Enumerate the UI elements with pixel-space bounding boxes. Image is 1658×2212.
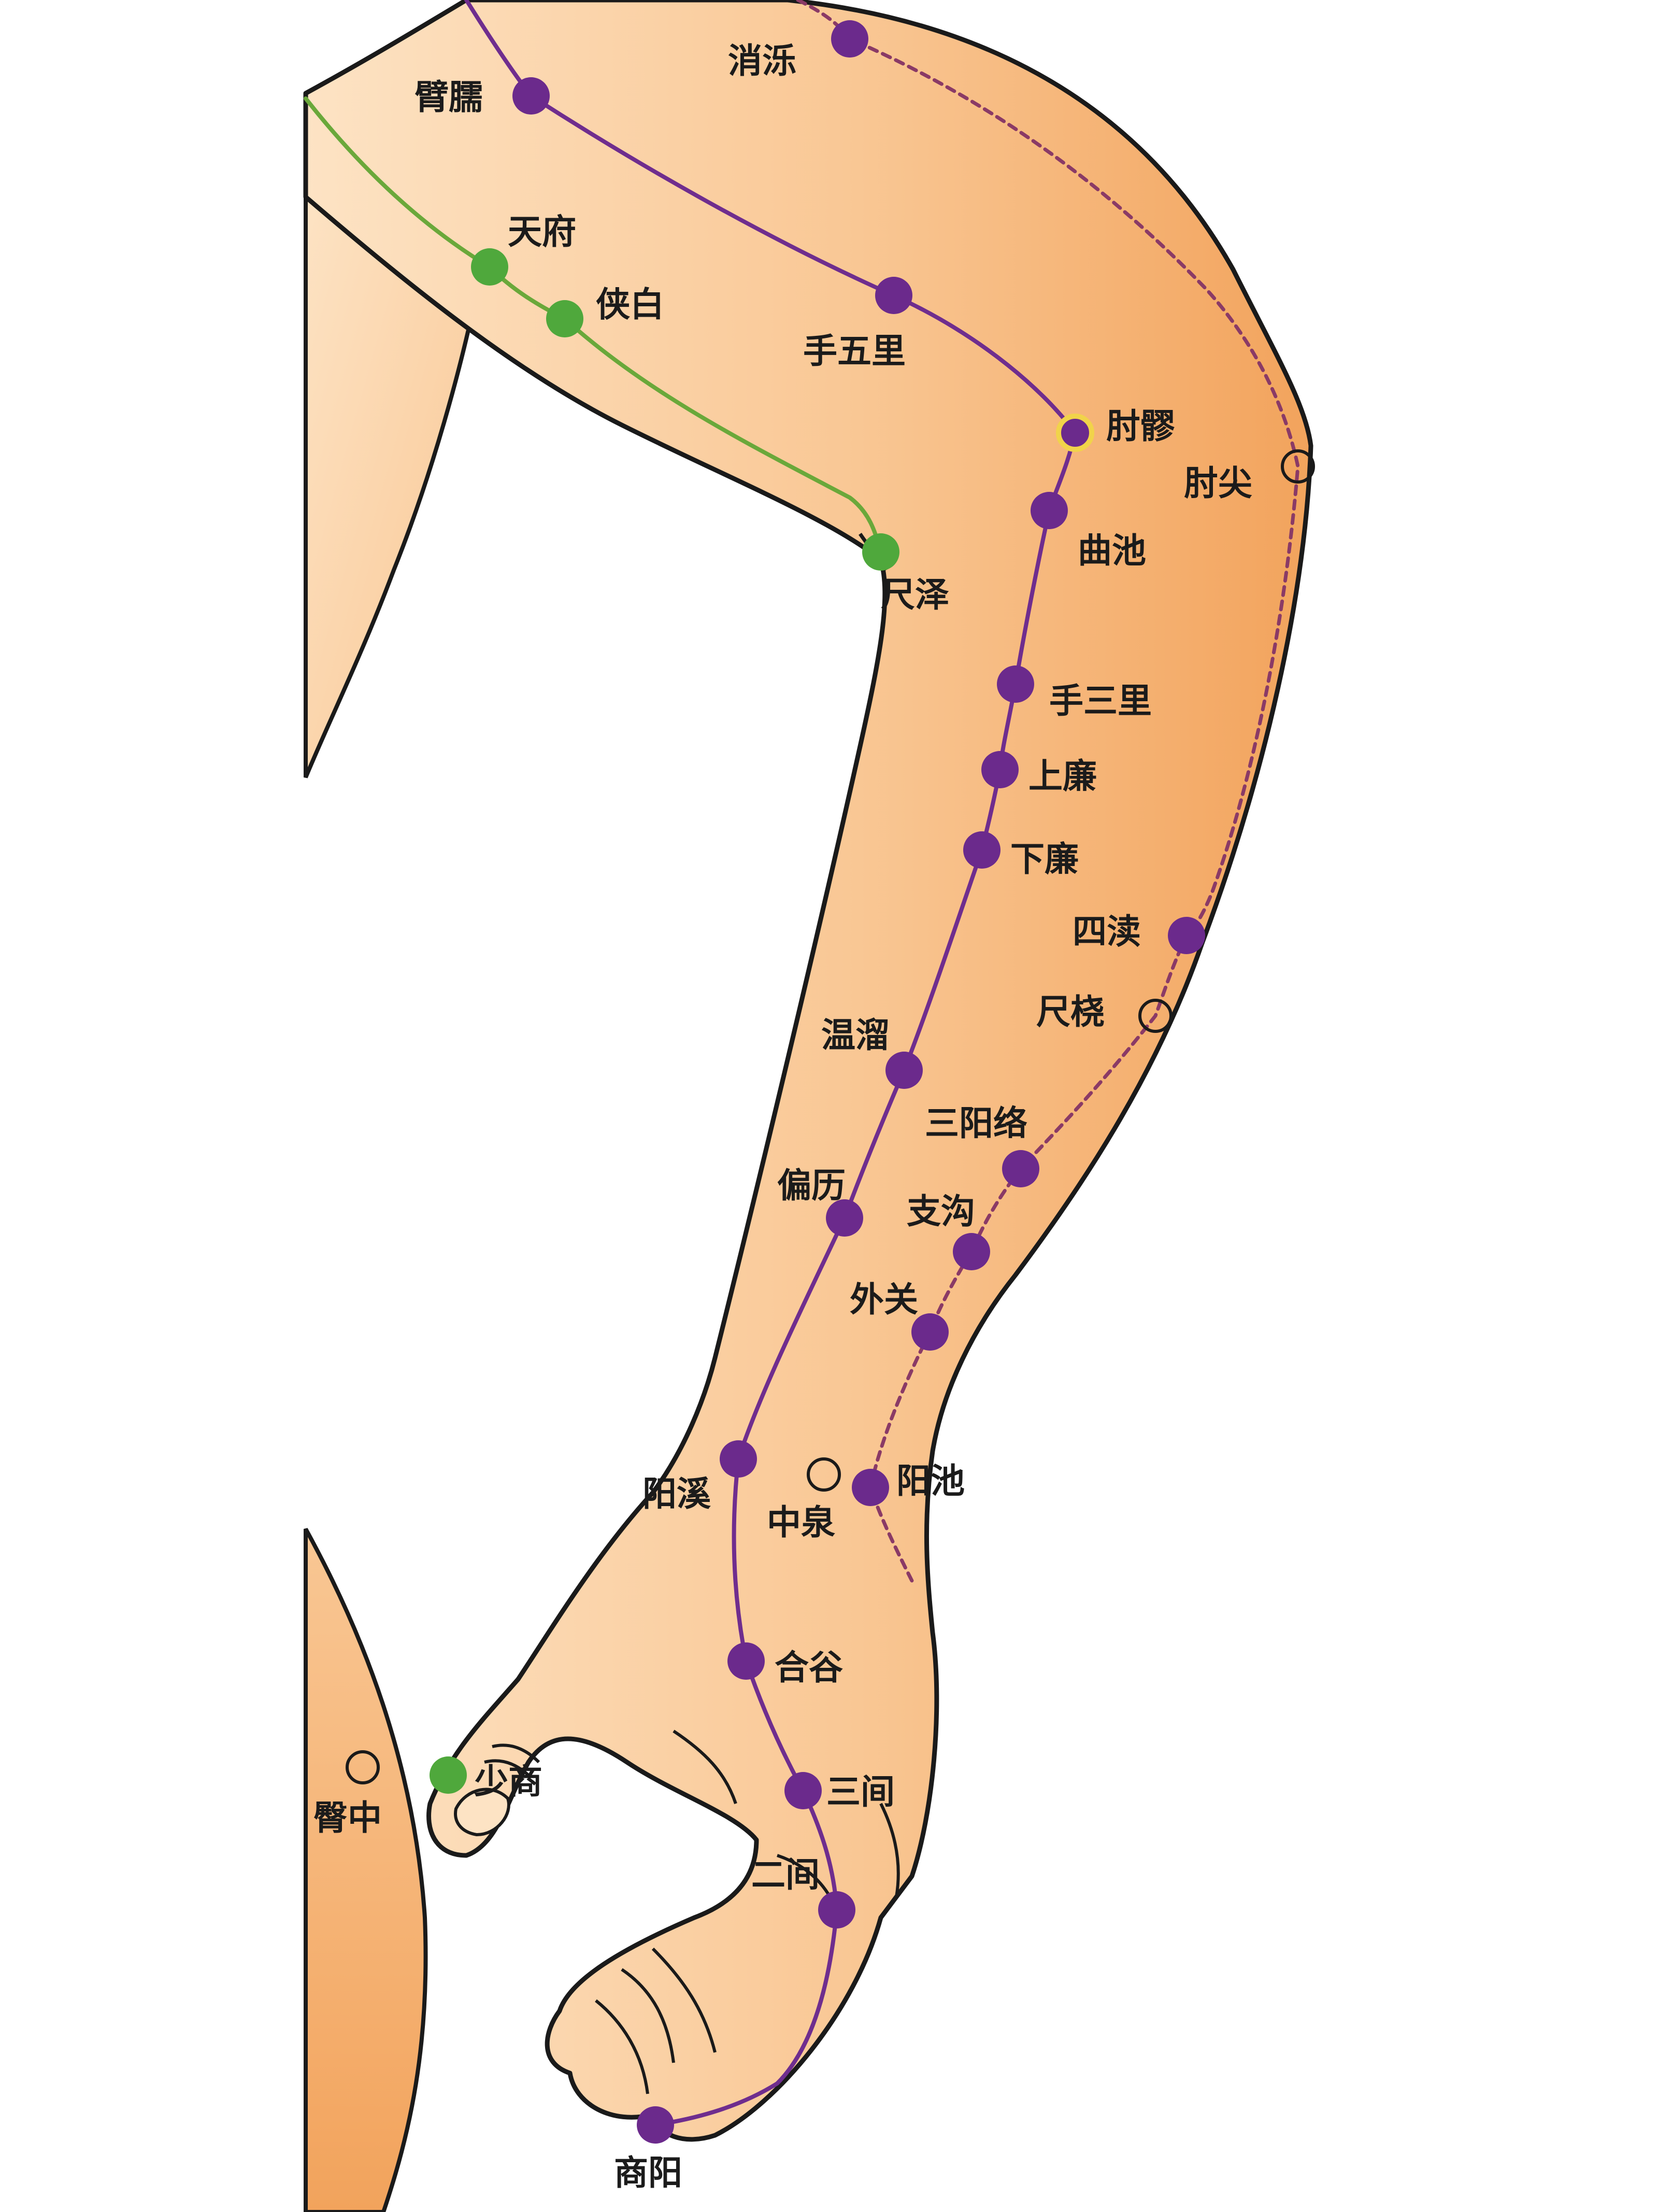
acupoint-marker-shousanli xyxy=(997,665,1034,703)
acupoint-marker-erjian xyxy=(818,1891,855,1929)
arm-shape xyxy=(303,0,1313,2142)
acupoint-label-zhouliao: 肘髎 xyxy=(1106,406,1175,446)
acupoint-marker-tunzhong xyxy=(346,1750,380,1784)
acupoint-marker-binao xyxy=(512,77,550,115)
acupoint-marker-xiaoluo xyxy=(831,20,868,58)
acupoint-label-zhigou: 支沟 xyxy=(907,1191,975,1231)
acupoint-marker-zhongquan xyxy=(807,1457,841,1492)
acupoint-marker-sanyangluo xyxy=(1002,1150,1039,1187)
acupoint-label-wenliu: 温溜 xyxy=(821,1015,890,1055)
acupoint-label-shousanli: 手三里 xyxy=(1049,680,1152,721)
acupoint-marker-sidu xyxy=(1168,917,1205,954)
thumb-nail xyxy=(454,1788,510,1837)
buttock-shape xyxy=(304,1528,428,2212)
acupoint-label-xiaoluo: 消泺 xyxy=(728,40,796,81)
acupoint-marker-quchi xyxy=(1031,492,1068,529)
acupoint-marker-zhigou xyxy=(953,1233,990,1270)
acupoint-marker-sanjian xyxy=(784,1772,822,1809)
acupoint-label-shanglian: 上廉 xyxy=(1028,756,1097,796)
acupoint-label-pianli: 偏历 xyxy=(777,1165,846,1206)
thumb-crease xyxy=(484,1743,540,1779)
acupoint-label-xiabai: 侠白 xyxy=(596,284,664,324)
acupoint-marker-yangxi xyxy=(720,1440,757,1478)
acupoint-label-zhongquan: 中泉 xyxy=(767,1502,835,1542)
acupoint-marker-chize xyxy=(862,533,899,571)
acupoint-label-yangchi: 阳池 xyxy=(896,1461,965,1501)
acupoint-label-xialian: 下廉 xyxy=(1010,839,1079,879)
acupoint-label-chize: 尺泽 xyxy=(881,574,949,615)
acupoint-marker-shanglian xyxy=(981,751,1019,788)
acupoint-marker-zhouliao xyxy=(1056,414,1094,452)
acupoint-label-sidu: 四渎 xyxy=(1073,911,1141,952)
acupoint-labels: 消泺臂臑天府侠白手五里肘髎肘尖曲池尺泽手三里上廉下廉四渎尺桡温溜三阳络偏历支沟外… xyxy=(313,40,1252,2193)
acupoint-label-zhoujian: 肘尖 xyxy=(1184,463,1252,503)
acupoint-label-tianfu: 天府 xyxy=(508,211,576,252)
acupoint-marker-shouwuli xyxy=(875,277,912,314)
acupoint-marker-shaoshang xyxy=(430,1756,467,1794)
acupoint-label-shangyang: 商阳 xyxy=(614,2152,682,2193)
acupoint-label-tunzhong: 臀中 xyxy=(313,1797,382,1838)
acupoint-marker-tianfu xyxy=(471,248,508,286)
palm-crease-lines xyxy=(595,1729,900,2094)
acupoint-label-erjian: 二间 xyxy=(751,1854,820,1895)
acupoint-marker-xialian xyxy=(963,831,1000,869)
meridian-line-large_intestine xyxy=(464,0,1078,2127)
acupoint-marker-waiguan xyxy=(911,1313,949,1351)
acupoint-marker-chirao xyxy=(1138,999,1173,1033)
acupoint-marker-wenliu xyxy=(885,1052,923,1089)
acupoint-label-shouwuli: 手五里 xyxy=(803,331,906,371)
acupoint-marker-pianli xyxy=(826,1199,863,1237)
acupoint-label-hegu: 合谷 xyxy=(775,1647,843,1688)
acupoint-label-chirao: 尺桡 xyxy=(1036,991,1105,1032)
acupoint-label-quchi: 曲池 xyxy=(1078,530,1146,571)
acupoint-marker-shangyang xyxy=(637,2106,674,2144)
acupoint-label-shaoshang: 少商 xyxy=(474,1761,542,1802)
acupoint-marker-hegu xyxy=(727,1642,765,1680)
acupoint-marker-zhoujian xyxy=(1281,449,1315,484)
acupoint-label-sanjian: 三间 xyxy=(826,1771,895,1812)
acupoint-label-binao: 臂臑 xyxy=(414,77,483,117)
acupoint-label-waiguan: 外关 xyxy=(850,1279,918,1320)
acupoint-marker-yangchi xyxy=(852,1469,889,1506)
acupoint-markers xyxy=(346,20,1315,2144)
acupoint-marker-xiabai xyxy=(546,300,583,337)
acupoint-label-yangxi: 阳溪 xyxy=(642,1473,711,1514)
acupoint-label-sanyangluo: 三阳络 xyxy=(925,1103,1027,1143)
